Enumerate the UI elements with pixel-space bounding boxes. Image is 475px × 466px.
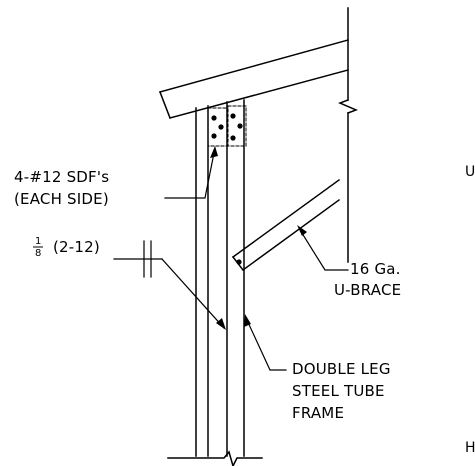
- connection-plates: [207, 105, 247, 147]
- screw-dot: [230, 135, 236, 141]
- roof-rafter: [159, 39, 349, 119]
- right-wall: [338, 7, 358, 263]
- fastener-note-line2: (EACH SIDE): [14, 190, 109, 208]
- leader-lines: [113, 147, 349, 371]
- u-brace: [231, 178, 341, 272]
- screw-dot: [237, 123, 243, 129]
- edge-letter-bottom: H: [465, 440, 475, 456]
- screw-dot: [230, 113, 236, 119]
- arrowheads: [210, 146, 307, 330]
- weld-symbol-ticks: [143, 240, 152, 278]
- edge-letter-top: U: [465, 164, 475, 180]
- screw-dot: [218, 124, 224, 130]
- arrowhead-weld: [216, 318, 226, 330]
- frame-note-line1: DOUBLE LEG: [292, 360, 391, 378]
- brace-note-line2: U-BRACE: [334, 281, 401, 299]
- screw-dot: [211, 115, 217, 121]
- weld-fraction-denominator: 8: [35, 248, 41, 259]
- frame-note-line3: FRAME: [292, 404, 344, 422]
- weld-spec-note: (2-12): [53, 238, 100, 256]
- screw-dot: [236, 259, 242, 265]
- frame-note-line2: STEEL TUBE: [292, 382, 385, 400]
- weld-fraction-numerator: 1: [35, 236, 41, 247]
- arrowhead-frame: [244, 314, 251, 327]
- arrowhead-fastener: [210, 146, 218, 158]
- bottom-break-line: [167, 450, 263, 466]
- fastener-note-line1: 4-#12 SDF's: [14, 168, 109, 186]
- annotation-text: 4-#12 SDF's (EACH SIDE) 1 8 (2-12) 16 Ga…: [14, 164, 475, 456]
- brace-note-line1: 16 Ga.: [350, 260, 401, 278]
- drawing-linework: [113, 7, 358, 466]
- fastener-dots: [211, 113, 243, 265]
- arrowhead-brace: [297, 225, 307, 236]
- screw-dot: [211, 133, 217, 139]
- double-leg-frame: [195, 99, 245, 457]
